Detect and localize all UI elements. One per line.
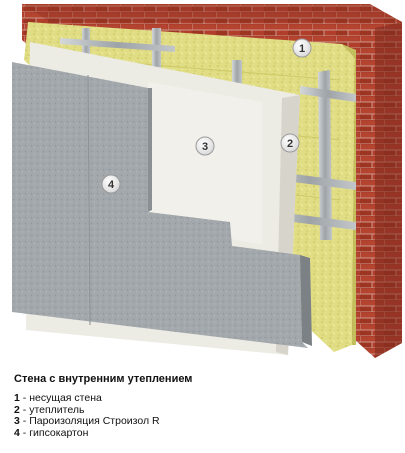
badge-3: 3 bbox=[196, 137, 214, 155]
badge-1-label: 1 bbox=[299, 43, 305, 55]
badge-3-label: 3 bbox=[202, 141, 208, 153]
diagram-caption: Стена с внутренним утеплением 1 - несуща… bbox=[14, 373, 399, 439]
badge-1: 1 bbox=[293, 39, 311, 57]
wall-layers-diagram: 1 2 3 4 bbox=[0, 0, 405, 360]
badge-2-label: 2 bbox=[287, 138, 293, 150]
badge-4-label: 4 bbox=[108, 179, 115, 191]
legend-item: 4 - гипсокартон bbox=[14, 428, 399, 440]
badge-2: 2 bbox=[281, 134, 299, 152]
badge-4: 4 bbox=[102, 175, 120, 193]
diagram-title: Стена с внутренним утеплением bbox=[14, 373, 399, 385]
